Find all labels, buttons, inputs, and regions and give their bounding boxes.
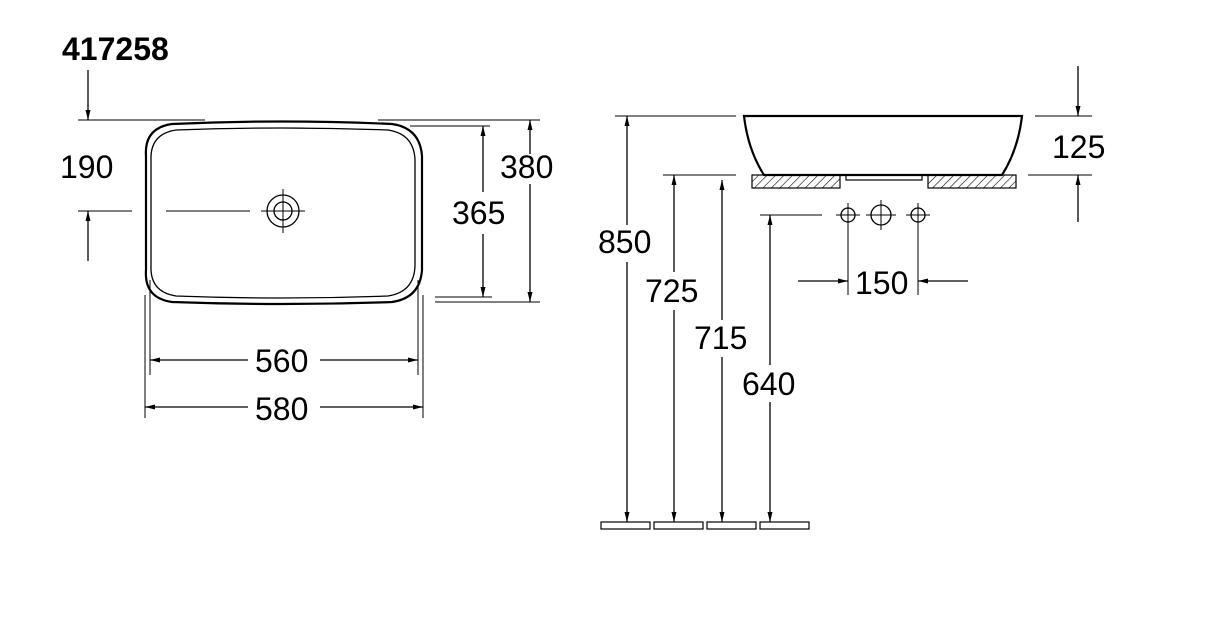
dim-190-label: 190 <box>60 149 113 185</box>
dim-560-label: 560 <box>255 343 308 379</box>
dim-725-label: 725 <box>645 273 698 309</box>
dim-365-label: 365 <box>452 195 505 231</box>
dim-380-label: 380 <box>500 149 553 185</box>
basin-inner-outline <box>150 127 416 299</box>
drain-symbol <box>261 189 305 233</box>
basin-side-profile <box>742 114 1024 177</box>
floor-plate-4 <box>759 521 810 530</box>
tap-holes <box>760 200 930 230</box>
top-view: 190 365 380 560 580 <box>60 70 553 427</box>
drain-plate <box>845 174 923 181</box>
dim-580-label: 580 <box>255 391 308 427</box>
floor-plate-2 <box>653 521 704 530</box>
countertop-right <box>927 174 1017 189</box>
dim-715-label: 715 <box>694 320 747 356</box>
floor-plate-1 <box>600 521 651 530</box>
floor-plate-3 <box>706 521 757 530</box>
product-number: 417258 <box>62 31 169 67</box>
dim-640-label: 640 <box>742 366 795 402</box>
side-view: 125 150 850 725 <box>598 66 1105 530</box>
countertop-left <box>751 174 841 189</box>
dim-850-label: 850 <box>598 224 651 260</box>
dim-125-label: 125 <box>1052 129 1105 165</box>
basin-outer-outline <box>144 120 424 306</box>
dim-150-label: 150 <box>855 265 908 301</box>
